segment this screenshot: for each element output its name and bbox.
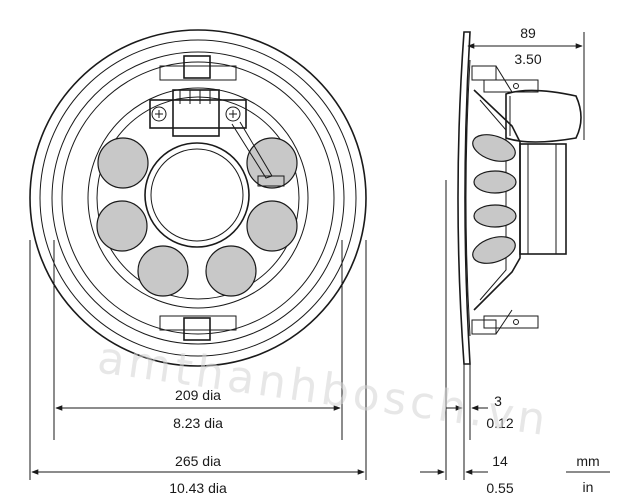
grille-ring-outer bbox=[51, 51, 345, 345]
screw-icon bbox=[225, 106, 241, 122]
lip-mm: 14 bbox=[492, 453, 508, 469]
outer-diameter-in: 10.43 dia bbox=[169, 480, 227, 496]
basket-slot bbox=[472, 134, 516, 162]
trim-ring-profile bbox=[465, 59, 471, 337]
rim-inner-edge bbox=[39, 39, 357, 357]
basket-slot bbox=[473, 204, 517, 228]
depth-in: 3.50 bbox=[514, 51, 541, 67]
flange-in: 0.12 bbox=[486, 415, 513, 431]
dust-cap bbox=[150, 148, 244, 242]
grille-ring-inner bbox=[61, 61, 335, 335]
vent-hole bbox=[96, 200, 148, 252]
watermark: amthanhbosch.vn bbox=[94, 332, 552, 446]
basket-ring bbox=[96, 96, 300, 300]
vent-hole bbox=[137, 245, 189, 297]
magnet-housing bbox=[144, 142, 250, 248]
basket-body bbox=[473, 89, 521, 311]
lead-wire bbox=[231, 121, 273, 179]
front-view: 209 dia 8.23 dia 265 dia 10.43 dia bbox=[29, 29, 367, 496]
lip-in: 0.55 bbox=[486, 480, 513, 496]
basket-slot bbox=[473, 170, 517, 194]
side-top-clip bbox=[471, 65, 539, 93]
terminal-housing bbox=[505, 89, 582, 143]
basket-slot bbox=[472, 236, 516, 264]
screw-icon bbox=[151, 106, 167, 122]
units-legend: mm in bbox=[566, 453, 610, 495]
depth-mm: 89 bbox=[520, 25, 536, 41]
outer-diameter-mm: 265 dia bbox=[175, 453, 221, 469]
magnet bbox=[519, 143, 567, 255]
cone-edge bbox=[87, 87, 309, 309]
outer-rim bbox=[29, 29, 367, 367]
side-bottom-clip bbox=[471, 309, 539, 335]
side-view: 89 3.50 3 0.12 14 0.55 bbox=[420, 25, 585, 496]
vent-hole bbox=[97, 137, 149, 189]
vent-hole bbox=[246, 200, 298, 252]
lead-tab bbox=[257, 175, 285, 187]
basket-inner bbox=[479, 99, 507, 301]
bottom-mounting-clip bbox=[159, 315, 237, 341]
inner-diameter-mm: 209 dia bbox=[175, 387, 221, 403]
top-mounting-clip bbox=[159, 55, 237, 81]
unit-metric: mm bbox=[576, 453, 599, 469]
unit-imperial: in bbox=[583, 479, 594, 495]
flange-mm: 3 bbox=[494, 393, 502, 409]
vent-hole bbox=[205, 245, 257, 297]
grille-profile bbox=[457, 31, 471, 365]
inner-diameter-in: 8.23 dia bbox=[173, 415, 223, 431]
terminal-block bbox=[149, 89, 247, 137]
